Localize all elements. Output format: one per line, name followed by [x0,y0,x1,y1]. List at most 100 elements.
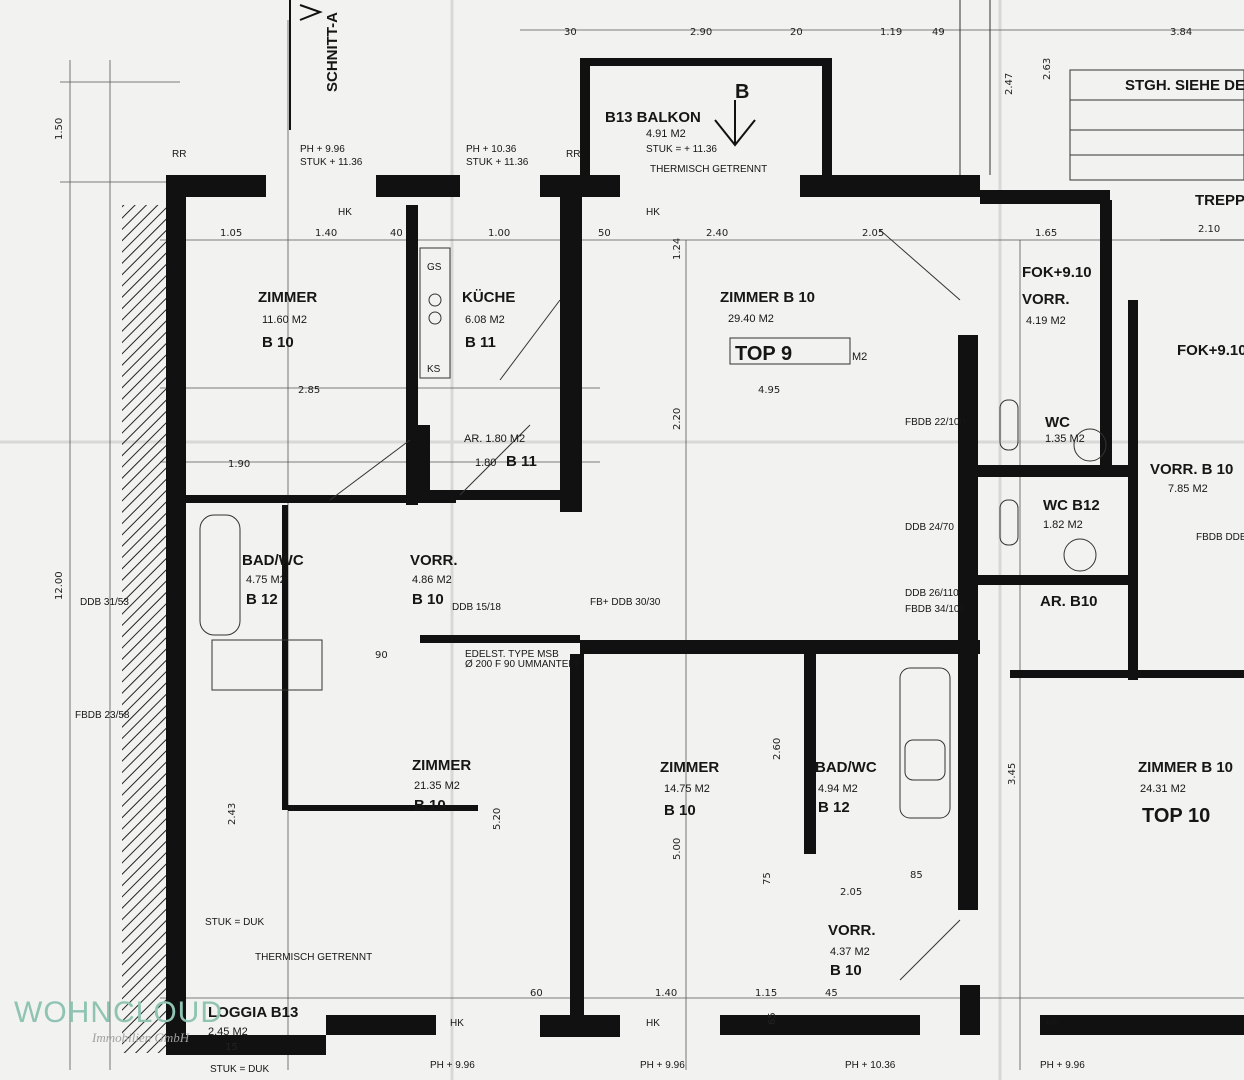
svg-text:B 12: B 12 [818,799,850,816]
svg-text:4.19 M2: 4.19 M2 [1026,315,1066,327]
svg-text:1.82 M2: 1.82 M2 [1043,519,1083,531]
section-arrow-icon [289,0,756,147]
svg-text:VORR.: VORR. [828,922,876,939]
svg-text:STGH. SIEHE DE: STGH. SIEHE DE [1125,77,1244,94]
svg-text:2.20: 2.20 [672,408,683,430]
svg-text:49: 49 [932,27,945,38]
svg-text:29.40 M2: 29.40 M2 [728,313,774,325]
svg-text:LOGGIA B13: LOGGIA B13 [208,1004,298,1021]
svg-text:1.00: 1.00 [488,228,510,239]
exterior-wall-hatch [122,205,166,1053]
svg-text:B 10: B 10 [830,962,862,979]
svg-text:90: 90 [375,650,388,661]
svg-text:M2: M2 [852,351,867,363]
svg-text:WC: WC [1045,414,1070,431]
svg-text:VORR.: VORR. [410,552,458,569]
svg-text:HK: HK [338,207,352,218]
svg-text:5.00: 5.00 [672,838,683,860]
svg-text:2.05: 2.05 [862,228,884,239]
svg-text:DDB 24/70: DDB 24/70 [905,522,954,533]
svg-text:FBDB 22/100: FBDB 22/100 [905,417,965,428]
svg-text:60: 60 [530,988,543,999]
svg-text:STUK + 11.36: STUK + 11.36 [300,157,363,168]
svg-text:1.50: 1.50 [54,118,65,140]
svg-text:2.63: 2.63 [1042,58,1053,80]
svg-text:RR: RR [172,149,186,160]
svg-text:BAD/WC: BAD/WC [242,552,304,569]
section-label: SCHNITT-A [324,12,341,92]
svg-text:B 11: B 11 [506,453,537,470]
svg-text:HK: HK [646,207,660,218]
svg-text:AR. B10: AR. B10 [1040,593,1098,610]
svg-text:5.20: 5.20 [492,808,503,830]
annotations: SCHNITT-A B FOK+9.10 FOK+9.10 STGH. SIEH… [75,12,1244,1075]
svg-text:ZIMMER B 10: ZIMMER B 10 [1138,759,1233,776]
svg-text:2.85: 2.85 [298,385,320,396]
svg-text:1.90: 1.90 [228,459,250,470]
svg-text:7.85 M2: 7.85 M2 [1168,483,1208,495]
svg-text:FOK+9.10: FOK+9.10 [1177,342,1244,359]
svg-text:TOP 10: TOP 10 [1142,805,1210,827]
svg-text:STUK = DUK: STUK = DUK [205,917,265,928]
svg-text:THERMISCH GETRENNT: THERMISCH GETRENNT [650,164,767,175]
svg-text:4.75 M2: 4.75 M2 [246,574,286,586]
fixtures [199,0,1244,981]
svg-text:ZIMMER B 10: ZIMMER B 10 [720,289,815,306]
svg-text:1.65: 1.65 [1035,228,1057,239]
svg-text:RR: RR [566,149,580,160]
svg-text:Ø 200 F 90 UMMANTELT: Ø 200 F 90 UMMANTELT [465,659,579,670]
svg-text:1.40: 1.40 [655,988,677,999]
svg-text:45: 45 [825,988,838,999]
svg-text:WC B12: WC B12 [1043,497,1100,514]
svg-text:1.35 M2: 1.35 M2 [1045,433,1085,445]
svg-text:PH + 9.96: PH + 9.96 [1040,1060,1085,1071]
svg-text:PH + 9.96: PH + 9.96 [640,1060,685,1071]
svg-text:11.60 M2: 11.60 M2 [262,314,307,326]
svg-text:20: 20 [790,27,803,38]
svg-text:2.10: 2.10 [1198,224,1220,235]
svg-text:THERMISCH GETRENNT: THERMISCH GETRENNT [255,952,372,963]
room-labels: ZIMMER 11.60 M2 B 10 KÜCHE 6.08 M2 B 11 … [208,109,1233,1038]
svg-text:PH + 10.36: PH + 10.36 [466,144,517,155]
svg-text:15: 15 [225,1042,238,1053]
svg-text:30: 30 [564,27,577,38]
svg-text:AR. 1.80 M2: AR. 1.80 M2 [464,433,525,445]
svg-text:B 12: B 12 [246,591,278,608]
svg-text:2.45 M2: 2.45 M2 [208,1026,248,1038]
svg-text:DDB 15/18: DDB 15/18 [452,602,501,613]
svg-text:TOP 9: TOP 9 [735,343,792,365]
svg-text:3.84: 3.84 [1170,27,1192,38]
section-marker: B [735,81,749,103]
svg-text:2.47: 2.47 [1004,73,1015,95]
svg-text:2.90: 2.90 [690,27,712,38]
svg-text:21.35 M2: 21.35 M2 [414,780,460,792]
svg-text:DDB 26/110: DDB 26/110 [905,588,959,599]
svg-text:FOK+9.10: FOK+9.10 [1022,264,1092,281]
svg-text:HK: HK [1046,1018,1060,1029]
svg-text:4.95: 4.95 [758,385,780,396]
svg-text:4.37 M2: 4.37 M2 [830,946,870,958]
svg-text:DDB 31/53: DDB 31/53 [80,597,129,608]
svg-text:B 10: B 10 [414,797,446,814]
svg-text:40: 40 [390,228,403,239]
svg-text:B13 BALKON: B13 BALKON [605,109,701,126]
svg-text:FBDB 23/58: FBDB 23/58 [75,710,130,721]
svg-text:1.80: 1.80 [475,457,496,469]
svg-text:2.05: 2.05 [840,887,862,898]
svg-text:BAD/WC: BAD/WC [815,759,877,776]
svg-text:4.94 M2: 4.94 M2 [818,783,858,795]
svg-text:STUK = DUK: STUK = DUK [210,1064,270,1075]
svg-text:2.40: 2.40 [706,228,728,239]
svg-text:2.60: 2.60 [772,738,783,760]
svg-text:TREPPE: TREPPE [1195,192,1244,209]
svg-text:1.40: 1.40 [315,228,337,239]
walls [166,58,1244,1055]
svg-text:GS: GS [427,262,442,273]
svg-text:50: 50 [598,228,611,239]
svg-text:B 11: B 11 [465,334,496,351]
svg-text:24.31 M2: 24.31 M2 [1140,783,1186,795]
svg-text:ZIMMER: ZIMMER [660,759,719,776]
svg-text:2.43: 2.43 [227,803,238,825]
svg-text:EDELST. TYPE MSB: EDELST. TYPE MSB [465,649,559,660]
